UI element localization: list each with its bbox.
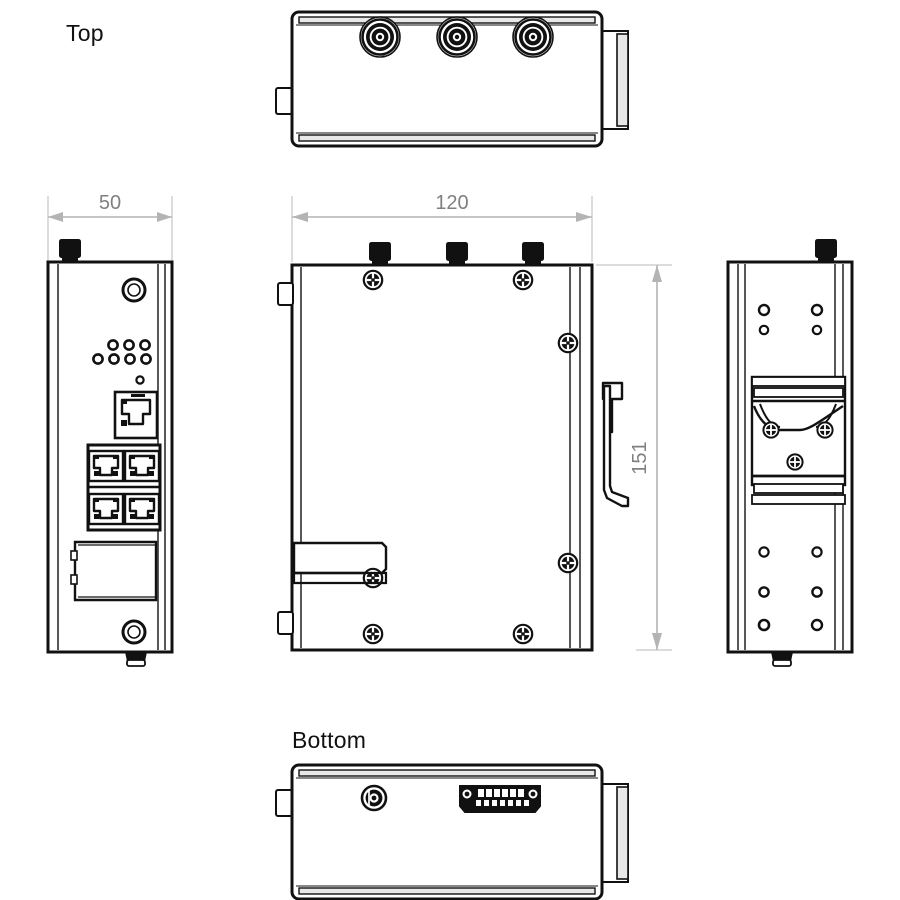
lan-port-3 (87, 492, 125, 526)
dimension-50 (47, 196, 173, 262)
lan-port-2 (123, 449, 161, 483)
top-antenna-connector-2 (435, 15, 479, 59)
bracket-screw-2 (816, 421, 834, 439)
left-view-reset-hole (135, 375, 145, 385)
left-view-screw-hole-top (121, 277, 147, 303)
top-antenna-connector-1 (358, 15, 402, 59)
left-view-lan-port-block (86, 443, 162, 532)
lan-port-4 (123, 492, 161, 526)
top-antenna-connector-3 (511, 15, 555, 59)
left-view-screw-hole-bottom (121, 619, 147, 645)
right-side-view (726, 238, 854, 667)
top-view-end-cap (599, 30, 629, 130)
right-view-din-rail-bracket (750, 375, 847, 505)
bracket-screw-1 (762, 421, 780, 439)
bottom-view-side-tab (275, 789, 293, 817)
front-view-body (290, 263, 594, 652)
dimension-151-text: 151 (629, 441, 651, 474)
front-screw-1 (362, 269, 384, 291)
left-view-sim-cover (70, 540, 158, 602)
front-screw-2 (512, 269, 534, 291)
dimension-50-text: 50 (99, 192, 121, 214)
front-view-side-tab-top (277, 282, 294, 306)
front-screw-panel (362, 567, 384, 589)
dimension-120 (291, 196, 593, 262)
bottom-view-end-cap (599, 783, 629, 883)
bottom-terminal-connector (459, 785, 541, 813)
right-view-bottom-foot (771, 652, 793, 667)
front-screw-4 (557, 552, 579, 574)
bottom-view-label: Bottom (292, 727, 367, 753)
front-view-din-rail-clip (601, 381, 630, 508)
bracket-screw-3 (786, 453, 804, 471)
top-view-label: Top (66, 20, 104, 46)
right-view-mounting-holes-lower (757, 546, 824, 632)
dimension-120-text: 120 (435, 192, 468, 214)
left-side-view (46, 196, 174, 667)
lan-port-1 (87, 449, 125, 483)
front-view (277, 196, 672, 652)
front-screw-5 (362, 623, 384, 645)
left-view-bottom-foot (125, 652, 147, 667)
front-screw-3 (557, 332, 579, 354)
bottom-view (275, 763, 629, 900)
front-screw-6 (512, 623, 534, 645)
front-view-side-tab-bottom (277, 611, 294, 635)
bottom-view-body (290, 763, 604, 900)
top-view-side-tab (275, 87, 293, 115)
bottom-round-connector (360, 784, 388, 812)
left-view-console-port (113, 390, 159, 440)
right-view-mounting-holes-upper (757, 303, 824, 336)
dimension-151 (596, 264, 672, 651)
top-view (275, 10, 629, 148)
front-view-raised-panel (292, 541, 388, 589)
